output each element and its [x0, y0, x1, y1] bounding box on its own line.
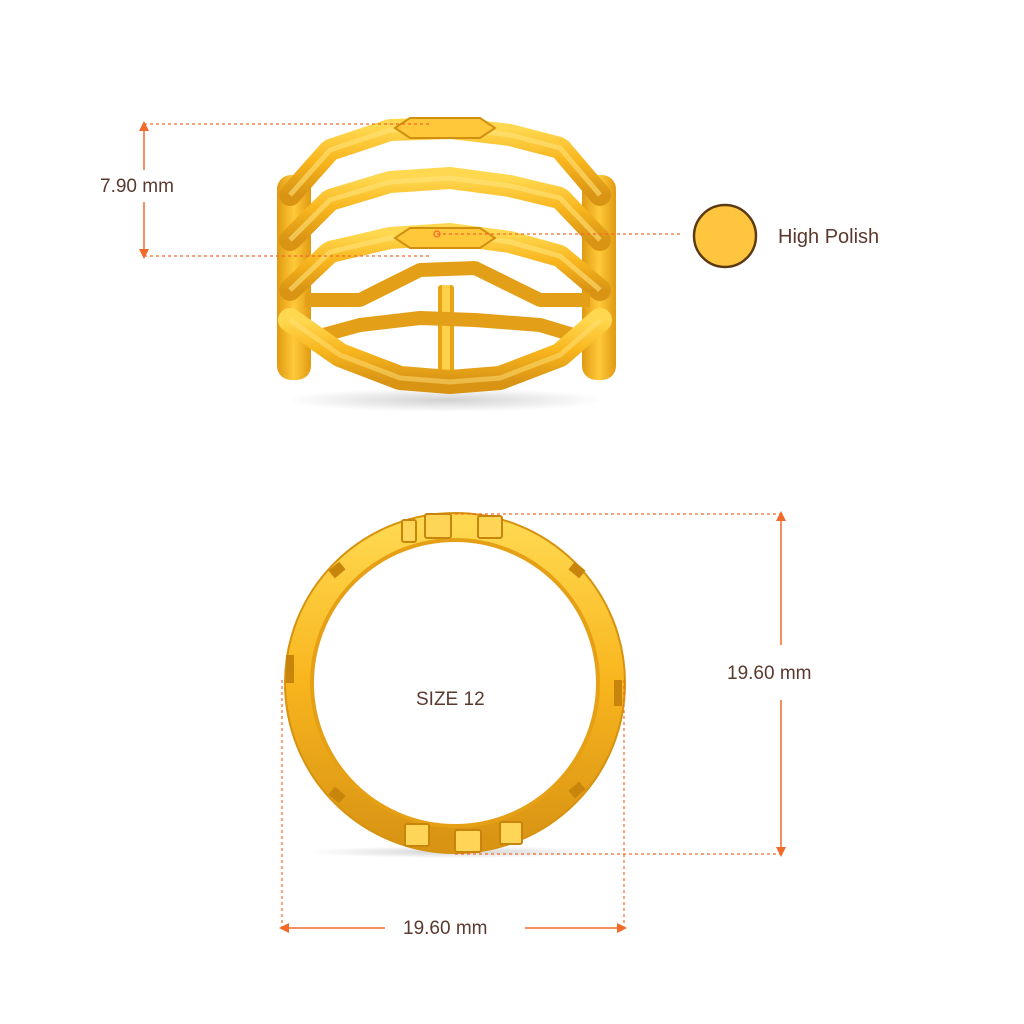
ring-size-label: SIZE 12 — [416, 689, 485, 710]
finish-label: High Polish — [778, 226, 880, 248]
inner-width-dimension — [279, 680, 627, 933]
outer-diameter-dimension — [455, 511, 786, 857]
finish-callout — [433, 203, 758, 269]
polish-swatch-icon — [692, 203, 758, 269]
inner-width-label: 19.60 mm — [403, 918, 488, 939]
band-height-label: 7.90 mm — [100, 176, 174, 197]
ring-side-view — [277, 117, 616, 412]
outer-diameter-label: 19.60 mm — [727, 663, 812, 684]
height-dimension — [139, 121, 430, 259]
ring-front-view — [284, 512, 626, 858]
